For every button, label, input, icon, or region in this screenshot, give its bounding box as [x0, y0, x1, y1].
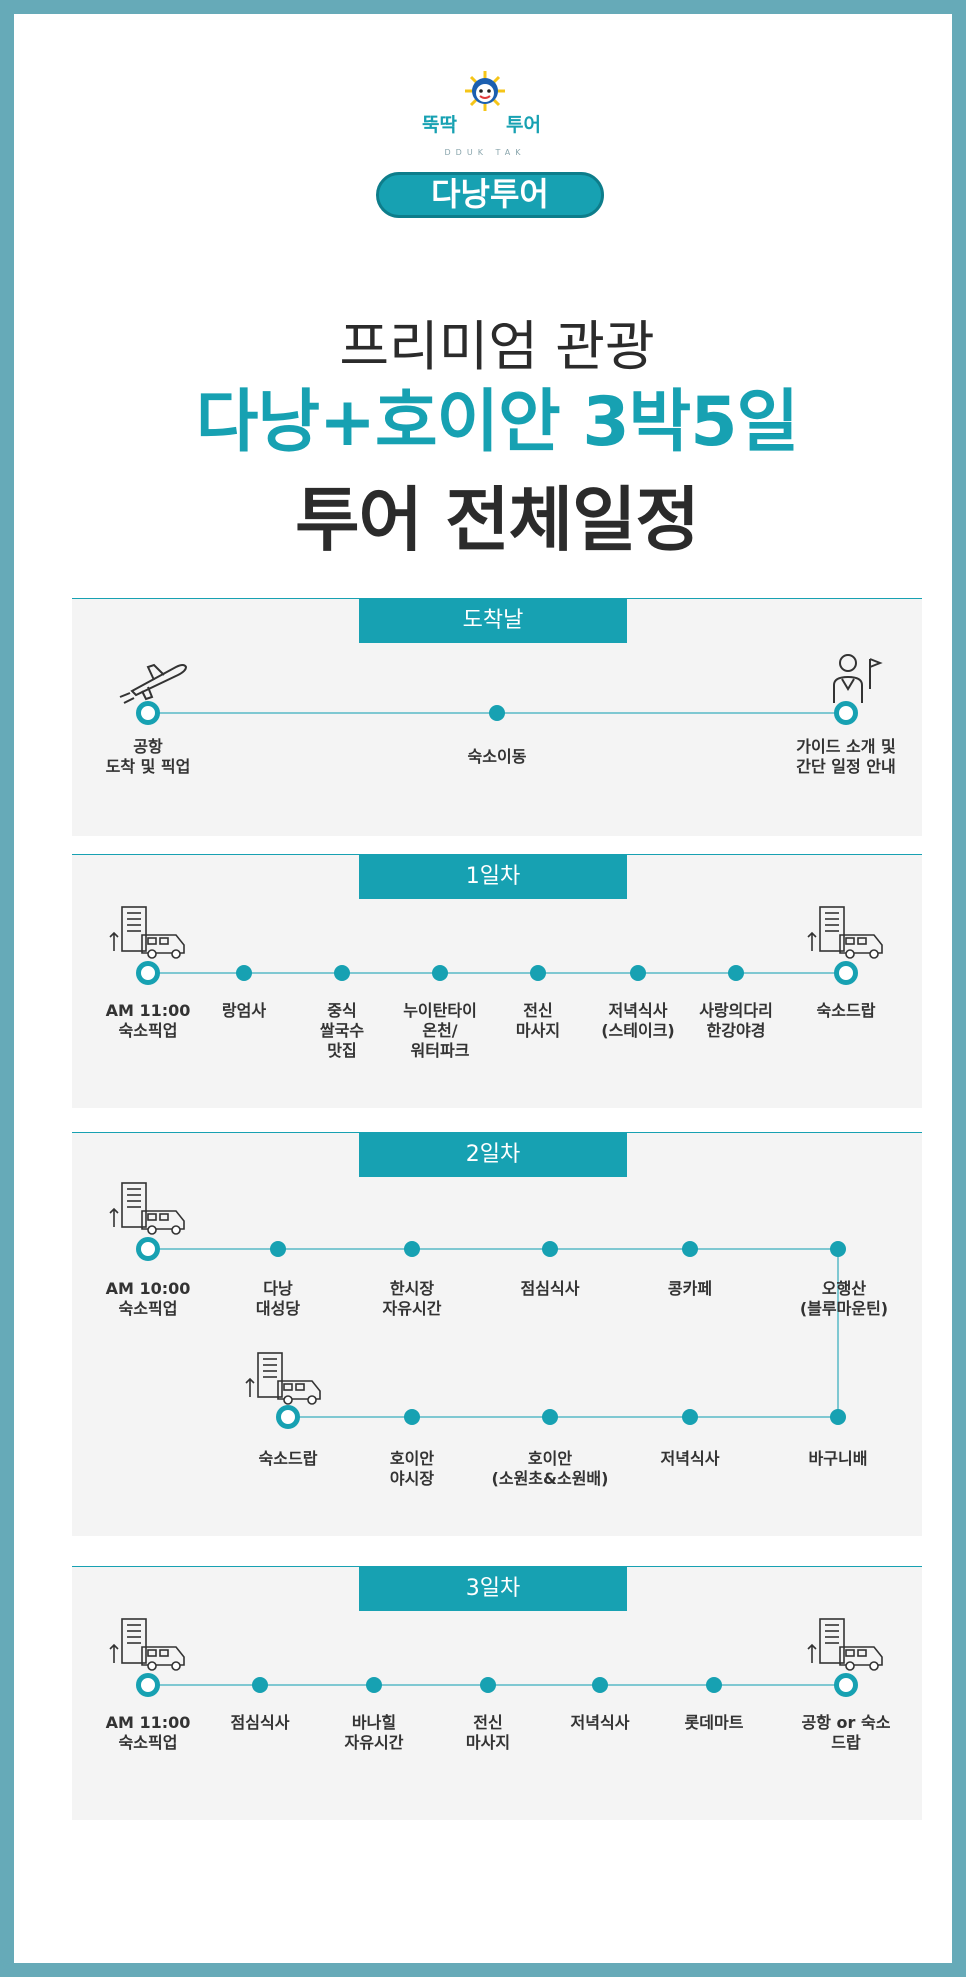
stop-label: AM 11:00 숙소픽업	[105, 1001, 191, 1040]
stop-label: 공항 or 숙소 드랍	[801, 1713, 891, 1752]
stop-label: 콩카페	[667, 1279, 713, 1298]
hotel-van-icon	[807, 906, 883, 959]
stop-label: 롯데마트	[684, 1713, 744, 1732]
stop-label: 가이드 소개 및 간단 일정 안내	[796, 737, 896, 776]
stop-label: 점심식사	[230, 1713, 290, 1732]
timeline-stop	[830, 1241, 846, 1257]
timeline-stop	[404, 1241, 420, 1257]
stop-label: 누이탄타이 온천/ 워터파크	[403, 1001, 477, 1060]
hotel-van-icon	[109, 1182, 185, 1235]
timeline-stop	[136, 961, 160, 985]
timeline-stop	[366, 1677, 382, 1693]
timeline-stop	[489, 705, 505, 721]
title-line-3: 투어 전체일정	[295, 479, 700, 561]
timeline-stop	[834, 701, 858, 725]
timeline-stop	[530, 965, 546, 981]
timeline-stop	[542, 1409, 558, 1425]
day-title: 1일차	[359, 855, 627, 899]
stop-label: 호이안 야시장	[389, 1449, 435, 1488]
timeline-stop	[270, 1241, 286, 1257]
day-title: 도착날	[359, 599, 627, 643]
timeline-stop	[682, 1409, 698, 1425]
stop-label: 공항 도착 및 픽업	[105, 737, 191, 776]
page: 뚝딱 투어 DDUK TAK 다낭투어 프리미엄 관광 다낭+호이안 3박5일 …	[14, 14, 952, 1963]
timeline-stop	[706, 1677, 722, 1693]
timeline-stop	[830, 1409, 846, 1425]
timeline-stop	[276, 1405, 300, 1429]
timeline-stop	[334, 965, 350, 981]
timeline-stop	[236, 965, 252, 981]
stop-label: 전신 마사지	[465, 1713, 511, 1752]
day-section-3: 3일차 AM 11:00 숙소픽업 점심식사 바나힐 자유시간 전신 마사지 저…	[72, 1566, 922, 1820]
stop-label: 숙소드랍	[258, 1449, 318, 1468]
stop-label: 다낭 대성당	[255, 1279, 301, 1318]
day-section-2: 2일차 AM 10:00 숙소픽업 다낭 대성당 한시장 자유시간 점심식사 콩…	[72, 1132, 922, 1536]
stop-label: 바나힐 자유시간	[344, 1713, 404, 1752]
hotel-van-icon	[109, 1618, 185, 1671]
day-section-arrival: 도착날 공항 도착 및 픽업 숙소이동 가이드 소개 및 간단 일정 안	[72, 598, 922, 836]
timeline-stop	[630, 965, 646, 981]
stop-label: 저녁식사	[660, 1449, 720, 1468]
timeline-stop	[834, 1673, 858, 1697]
hotel-van-icon	[807, 1618, 883, 1671]
timeline-stop	[136, 1237, 160, 1261]
stop-label: 바구니배	[808, 1449, 868, 1468]
logo-text-right: 투어	[506, 114, 541, 136]
day-title: 3일차	[359, 1567, 627, 1611]
logo: 뚝딱 투어 DDUK TAK	[410, 66, 560, 162]
tour-badge: 다낭투어	[376, 172, 604, 218]
hotel-van-icon	[109, 906, 185, 959]
timeline-stop	[136, 1673, 160, 1697]
hotel-van-icon	[245, 1352, 321, 1405]
stop-label: 저녁식사	[570, 1713, 630, 1732]
timeline-stop	[834, 961, 858, 985]
stop-label: 오행산 (블루마운틴)	[799, 1279, 889, 1318]
mascot-icon	[465, 71, 505, 111]
airplane-icon	[119, 663, 188, 704]
stop-label: 숙소드랍	[816, 1001, 876, 1020]
timeline-stop	[404, 1409, 420, 1425]
timeline-stop	[432, 965, 448, 981]
timeline-stop	[728, 965, 744, 981]
timeline-stop	[682, 1241, 698, 1257]
logo-text-left: 뚝딱	[422, 114, 457, 136]
guide-icon	[833, 654, 883, 703]
stop-label: 호이안 (소원초&소원배)	[491, 1449, 609, 1488]
stop-label: 저녁식사 (스테이크)	[601, 1001, 675, 1040]
stop-label: AM 10:00 숙소픽업	[105, 1279, 191, 1318]
stop-label: 한시장 자유시간	[382, 1279, 442, 1318]
title-line-1: 프리미엄 관광	[339, 315, 655, 378]
timeline-row-1	[148, 1248, 839, 1250]
timeline-connector	[837, 1248, 839, 1418]
stop-label: 전신 마사지	[515, 1001, 561, 1040]
timeline-stop	[542, 1241, 558, 1257]
title-line-2: 다낭+호이안 3박5일	[195, 383, 799, 462]
timeline-stop	[252, 1677, 268, 1693]
timeline-stop	[592, 1677, 608, 1693]
timeline	[148, 972, 846, 974]
stop-label: 중식 쌀국수 맛집	[319, 1001, 365, 1060]
stop-label: AM 11:00 숙소픽업	[105, 1713, 191, 1752]
stop-label: 사랑의다리 한강야경	[699, 1001, 773, 1040]
timeline-stop	[136, 701, 160, 725]
stop-label: 숙소이동	[467, 747, 527, 766]
day-section-1: 1일차 AM 11:00 숙소픽업 랑엄사 중식 쌀국수 맛집 누이탄타이 온천…	[72, 854, 922, 1108]
timeline	[148, 1684, 846, 1686]
stop-label: 점심식사	[520, 1279, 580, 1298]
stop-label: 랑엄사	[221, 1001, 267, 1020]
logo-subtext: DDUK TAK	[444, 148, 526, 157]
timeline-row-2	[288, 1416, 839, 1418]
day-title: 2일차	[359, 1133, 627, 1177]
timeline-stop	[480, 1677, 496, 1693]
